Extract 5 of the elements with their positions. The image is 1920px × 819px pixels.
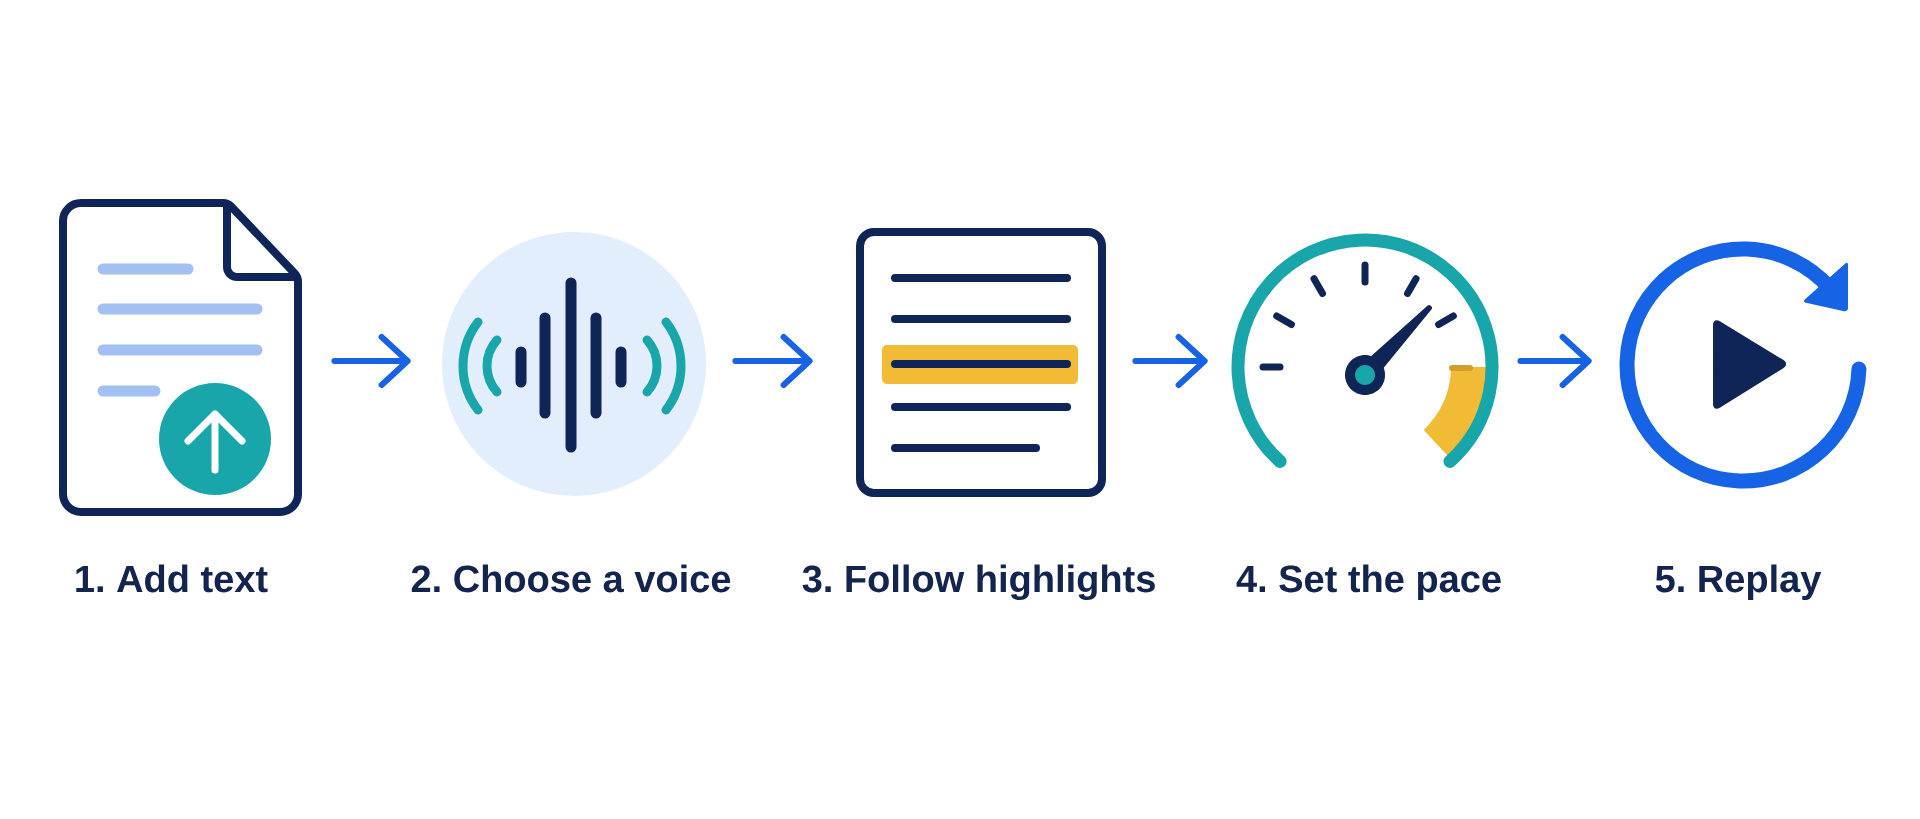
step-label: 2. Choose a voice (411, 564, 731, 593)
step-label: 5. Replay (1655, 564, 1822, 600)
step-label: 1. Add text (76, 564, 268, 593)
step-label: 4. Set the pace (1236, 564, 1501, 600)
step-label: 3. Follow highlights (802, 564, 1155, 601)
